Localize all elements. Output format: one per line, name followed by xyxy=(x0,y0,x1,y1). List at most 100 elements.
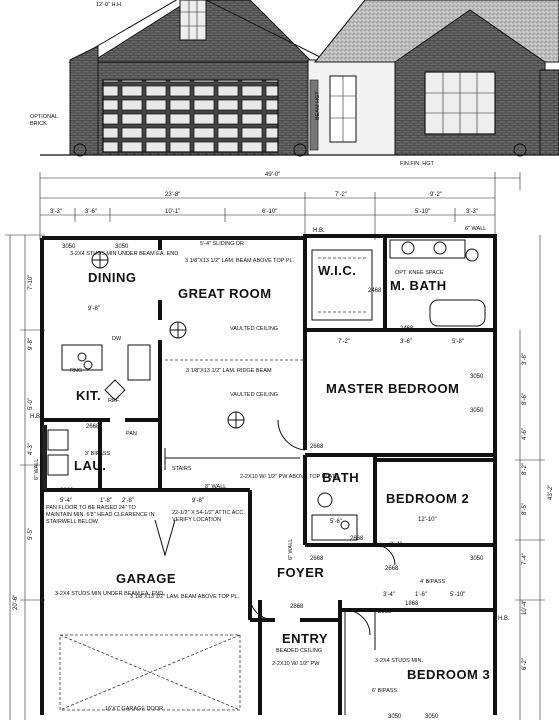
note-bipass-1: 3' BIPASS xyxy=(85,451,110,457)
opening-3050-e: 3050 xyxy=(470,556,484,562)
opening-2668-a: 2668 xyxy=(86,424,100,430)
note-ridge-beam: 3 1/8"X13 1/2" LAM. RIDGE BEAM xyxy=(186,368,272,374)
dim-int-8: 9'-8" xyxy=(192,498,204,504)
room-master-bedroom: MASTER BEDROOM xyxy=(326,381,459,396)
note-lam-beam-top: 3 1/8"X13 1/2" LAM. BEAM ABOVE TOP PL. xyxy=(185,258,295,264)
dim-left-5: 5'-5" xyxy=(28,528,34,540)
dim-second-4: 6'-10" xyxy=(262,209,277,215)
room-lau: LAU. xyxy=(74,458,106,473)
dim-second-3: 10'-1" xyxy=(165,209,180,215)
dim-int-7: 2'-8" xyxy=(122,498,134,504)
dim-right-1: 3'-8" xyxy=(522,353,528,365)
floor-plan xyxy=(40,234,497,715)
note-dining-studs: 3-2X4 STUDS MIN UNDER BEAM EA. END xyxy=(70,251,178,257)
front-elevation xyxy=(40,0,559,157)
opening-2868-b: 2868 xyxy=(290,604,304,610)
dim-right-8: 6'-2" xyxy=(522,658,528,670)
dim-right-5: 8'-5" xyxy=(522,503,528,515)
dim-int-14: 5'-10" xyxy=(450,592,465,598)
room-garage: GARAGE xyxy=(116,571,176,586)
opening-2668-c: 2668 xyxy=(310,556,324,562)
room-bedroom2: BEDROOM 2 xyxy=(386,491,469,506)
room-bedroom3: BEDROOM 3 xyxy=(407,667,490,682)
note-6in-wall-foyer: 6" WALL xyxy=(288,539,294,560)
dim-top-3: 9'-2" xyxy=(430,192,442,198)
optional-brick-line2: BRICK xyxy=(30,121,47,127)
dim-right-3: 4'-6" xyxy=(522,428,528,440)
note-attic-acc-wrap: 22-1/2" X 54-1/2" ATTIC ACC. VERIFY LOCA… xyxy=(172,510,245,523)
room-entry: ENTRY xyxy=(282,631,328,646)
opening-2868: 2868 xyxy=(60,488,74,494)
dim-left-4: 4'-3" xyxy=(28,443,34,455)
dim-int-4: 5'-8" xyxy=(452,339,464,345)
note-garage-door: 16'X7' GARAGE DOOR xyxy=(105,706,163,712)
dim-left-6: 20'-6" xyxy=(13,595,19,610)
note-stairs: STAIRS xyxy=(172,466,192,472)
opening-2668-f: 2668 xyxy=(350,536,364,542)
note-bed3-studs: 3-2X4 STUDS MIN. xyxy=(375,658,423,664)
dim-int-9: 12'-10" xyxy=(418,517,437,523)
elevation-gable-window xyxy=(179,0,207,41)
note-garage-beam: 3 1/8"X13 1/2" LAM. BEAM ABOVE TOP PL. xyxy=(130,594,240,600)
opening-2668-b: 2668 xyxy=(310,444,324,450)
note-6in-wall-left: 6" WALL xyxy=(34,459,40,480)
dim-right-7: 10'-4" xyxy=(522,600,528,615)
room-wic: W.I.C. xyxy=(318,263,356,278)
dim-top-1: 23'-8" xyxy=(165,192,180,198)
note-pan: PAN xyxy=(126,431,137,437)
dim-int-13: 1'-6" xyxy=(415,592,427,598)
note-pan-floor: PAN FLOOR TO BE RAISED 24" TO MAINTAIN M… xyxy=(46,505,155,525)
opening-2468-a: 2468 xyxy=(368,288,382,294)
dim-second-5: 5'-10" xyxy=(415,209,430,215)
room-dining: DINING xyxy=(88,270,137,285)
note-sliding-dr: 5'-4" SLIDING DR xyxy=(200,241,244,247)
dim-int-2: 7'-2" xyxy=(338,339,350,345)
dim-int-5: 5'-4" xyxy=(60,498,72,504)
dimension-lines xyxy=(5,172,545,720)
dim-int-11: 2'-4" xyxy=(390,542,402,548)
hb-left: H.B. xyxy=(30,414,42,420)
dim-int-6: 1'-8" xyxy=(100,498,112,504)
dim-left-3: 5'-0" xyxy=(28,398,34,410)
opening-2668-d: 2668 xyxy=(385,566,399,572)
opening-3050-g: 3050 xyxy=(425,714,439,720)
note-attic-acc: 22-1/2" X 54-1/2" ATTIC ACC. VERIFY LOCA… xyxy=(172,510,245,523)
opening-2668-e: 2668 xyxy=(378,609,392,615)
opening-2468-b: 2468 xyxy=(400,326,414,332)
elevation-garage-side xyxy=(69,45,99,156)
note-rng: RNG xyxy=(70,368,82,374)
fixtures xyxy=(42,239,486,711)
elevation-garage-door xyxy=(102,79,279,153)
optional-brick-line1: OPTIONAL xyxy=(30,114,58,120)
note-entry-header: 2-2X10 W/ 1/2" PW xyxy=(272,661,320,667)
note-6in-wall: 6" WALL xyxy=(465,226,486,232)
dim-right-2: 8'-6" xyxy=(522,393,528,405)
elevation-left-roof-edge xyxy=(68,0,331,63)
elevation-top-note: 12'-0" H.H. xyxy=(96,2,123,8)
dim-right-6: 7'-4" xyxy=(522,553,528,565)
opening-3050-f: 3050 xyxy=(388,714,402,720)
opening-3050-b: 3050 xyxy=(115,244,129,250)
dim-left-1: 7'-10" xyxy=(28,275,34,290)
room-mbath: M. BATH xyxy=(390,278,447,293)
dim-left-2: 9'-8" xyxy=(28,338,34,350)
dim-top-2: 7'-2" xyxy=(335,192,347,198)
note-pan-floor-wrap: PAN FLOOR TO BE RAISED 24" TO MAINTAIN M… xyxy=(46,505,155,525)
opening-3050-c: 3050 xyxy=(470,374,484,380)
opening-3050-a: 3050 xyxy=(62,244,76,250)
hb-mbath: H.B. xyxy=(313,228,325,234)
dim-int-1: 9'-8" xyxy=(88,306,100,312)
room-kit: KIT. xyxy=(76,388,101,403)
note-opt-knee: OPT. KNEE SPACE xyxy=(395,270,444,276)
note-8in-wall: 8" WALL xyxy=(205,484,226,490)
dim-overall-depth: 43'-2" xyxy=(548,485,554,500)
note-header: 2-2X10 W/ 1/2" PW ABOVE TOP PLATE xyxy=(240,474,339,480)
hb-bed3: H.B. xyxy=(498,616,510,622)
dim-int-3: 3'-6" xyxy=(400,339,412,345)
elevation-beam-label: BEAM HGT xyxy=(315,91,321,120)
note-ref: REF. xyxy=(108,398,120,404)
opening-1868: 1868 xyxy=(405,601,419,607)
opening-3050-d: 3050 xyxy=(470,408,484,414)
elevation-finish-note: FIN.FIN. HGT xyxy=(400,161,435,167)
